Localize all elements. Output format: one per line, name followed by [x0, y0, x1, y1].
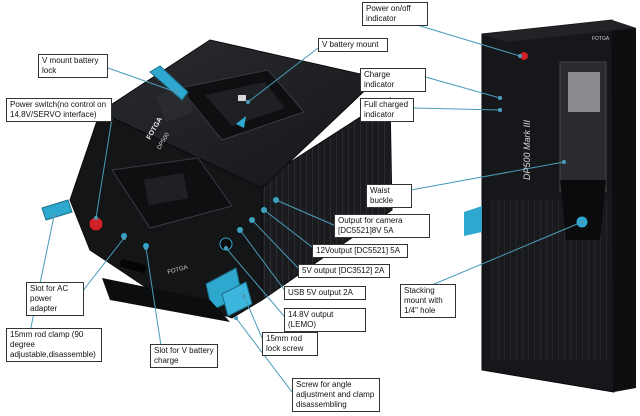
bottom-clamp-block	[102, 278, 230, 322]
callout-output-5v: 5V output [DC3512] 2A	[298, 264, 390, 278]
leader-lines	[29, 21, 583, 393]
callout-output-12v: 12Voutput [DC5521] 5A	[312, 244, 408, 258]
leader-dots	[52, 54, 584, 320]
callout-rod-lock-screw: 15mm rod lock screw	[262, 332, 318, 356]
callout-slot-v-battery: Slot for V battery charge	[150, 344, 218, 368]
callout-slot-ac: Slot for AC power adapter	[26, 282, 84, 316]
side-brand-text: FOTGA	[167, 265, 189, 276]
back-unit	[464, 19, 636, 393]
callout-power-onoff-indicator: Power on/off indicator	[362, 2, 428, 26]
callout-full-charged-indicator: Full charged indicator	[360, 98, 414, 122]
callout-rod-clamp: 15mm rod clamp (90 degree adjustable,dis…	[6, 328, 102, 362]
callout-waist-buckle: Waist buckle	[366, 184, 412, 208]
back-model-text: DP500 Mark III	[522, 119, 532, 180]
callout-v-battery-mount: V battery mount	[318, 38, 388, 52]
callout-output-camera: Output for camera [DC5521]8V 5A	[334, 214, 430, 238]
callout-charge-indicator: Charge indicator	[360, 68, 426, 92]
v-mount-plate-lower	[111, 157, 233, 229]
callout-v-mount-battery-lock: V mount battery lock	[38, 54, 108, 78]
callout-angle-screw: Screw for angle adjustment and clamp dis…	[292, 378, 380, 412]
back-brand-text: FOTGA	[592, 36, 610, 42]
callout-power-switch: Power switch(no control on 14.8V/SERVO i…	[6, 98, 112, 122]
back-power-indicator	[520, 52, 528, 60]
callout-output-14v8: 14.8V output (LEMO)	[284, 308, 366, 332]
callout-usb-output: USB 5V output 2A	[284, 286, 366, 300]
callout-stacking-mount: Stacking mount with 1/4" hole	[400, 284, 456, 318]
main-unit	[41, 39, 393, 322]
